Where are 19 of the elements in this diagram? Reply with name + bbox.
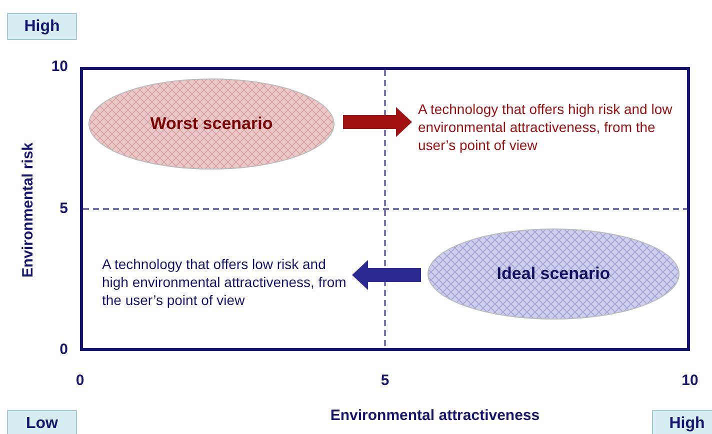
scenario-label: Worst scenario [150, 114, 273, 134]
axis-title: Environmental risk [20, 142, 36, 278]
scenario-ellipse [427, 228, 680, 320]
block-arrow [343, 107, 412, 137]
scenario-ellipse [88, 78, 335, 170]
level-tag: High [7, 13, 77, 40]
tick-label: 5 [58, 200, 68, 217]
tick-label: 10 [50, 58, 68, 75]
tick-label: 10 [680, 372, 700, 389]
tick-label: 0 [58, 341, 68, 358]
level-tag: Low [7, 410, 77, 434]
axis-title: Environmental attractiveness [329, 407, 541, 424]
tick-label: 0 [74, 372, 86, 389]
block-arrow [352, 260, 421, 290]
tick-label: 5 [380, 372, 390, 389]
description-text: A technology that offers high risk and low environmental attractiveness, from the user’s point of view [418, 100, 688, 154]
description-text: A technology that offers low risk and high environmental attractiveness, from the user’s point of view [102, 255, 352, 309]
scenario-label: Ideal scenario [496, 264, 610, 284]
level-tag: High [652, 410, 712, 434]
